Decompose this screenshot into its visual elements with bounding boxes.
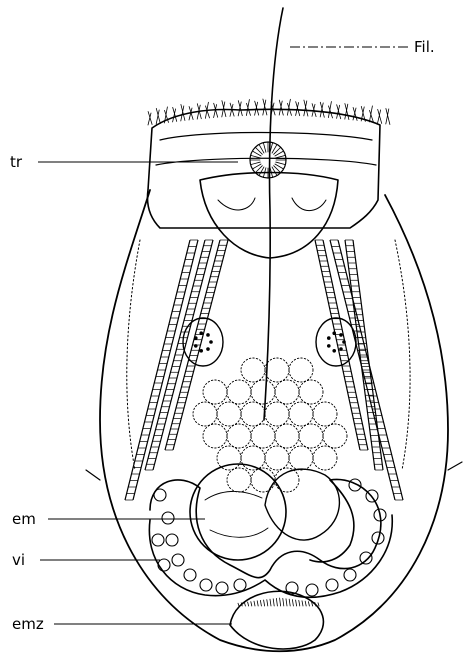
embryo — [190, 464, 286, 560]
corona-cilia — [148, 99, 390, 125]
head-outline — [148, 109, 381, 228]
stomach-cluster — [193, 358, 347, 492]
body-outline — [100, 190, 448, 651]
vitellarium — [150, 479, 381, 577]
label-vi: vi — [12, 551, 25, 569]
label-em: em — [12, 510, 36, 528]
label-emz: emz — [12, 615, 44, 633]
retractor-muscles — [125, 240, 403, 500]
left-gland — [183, 318, 223, 366]
label-fil: Fil. — [414, 38, 435, 56]
label-tr: tr — [10, 153, 23, 171]
right-gland — [316, 318, 356, 366]
